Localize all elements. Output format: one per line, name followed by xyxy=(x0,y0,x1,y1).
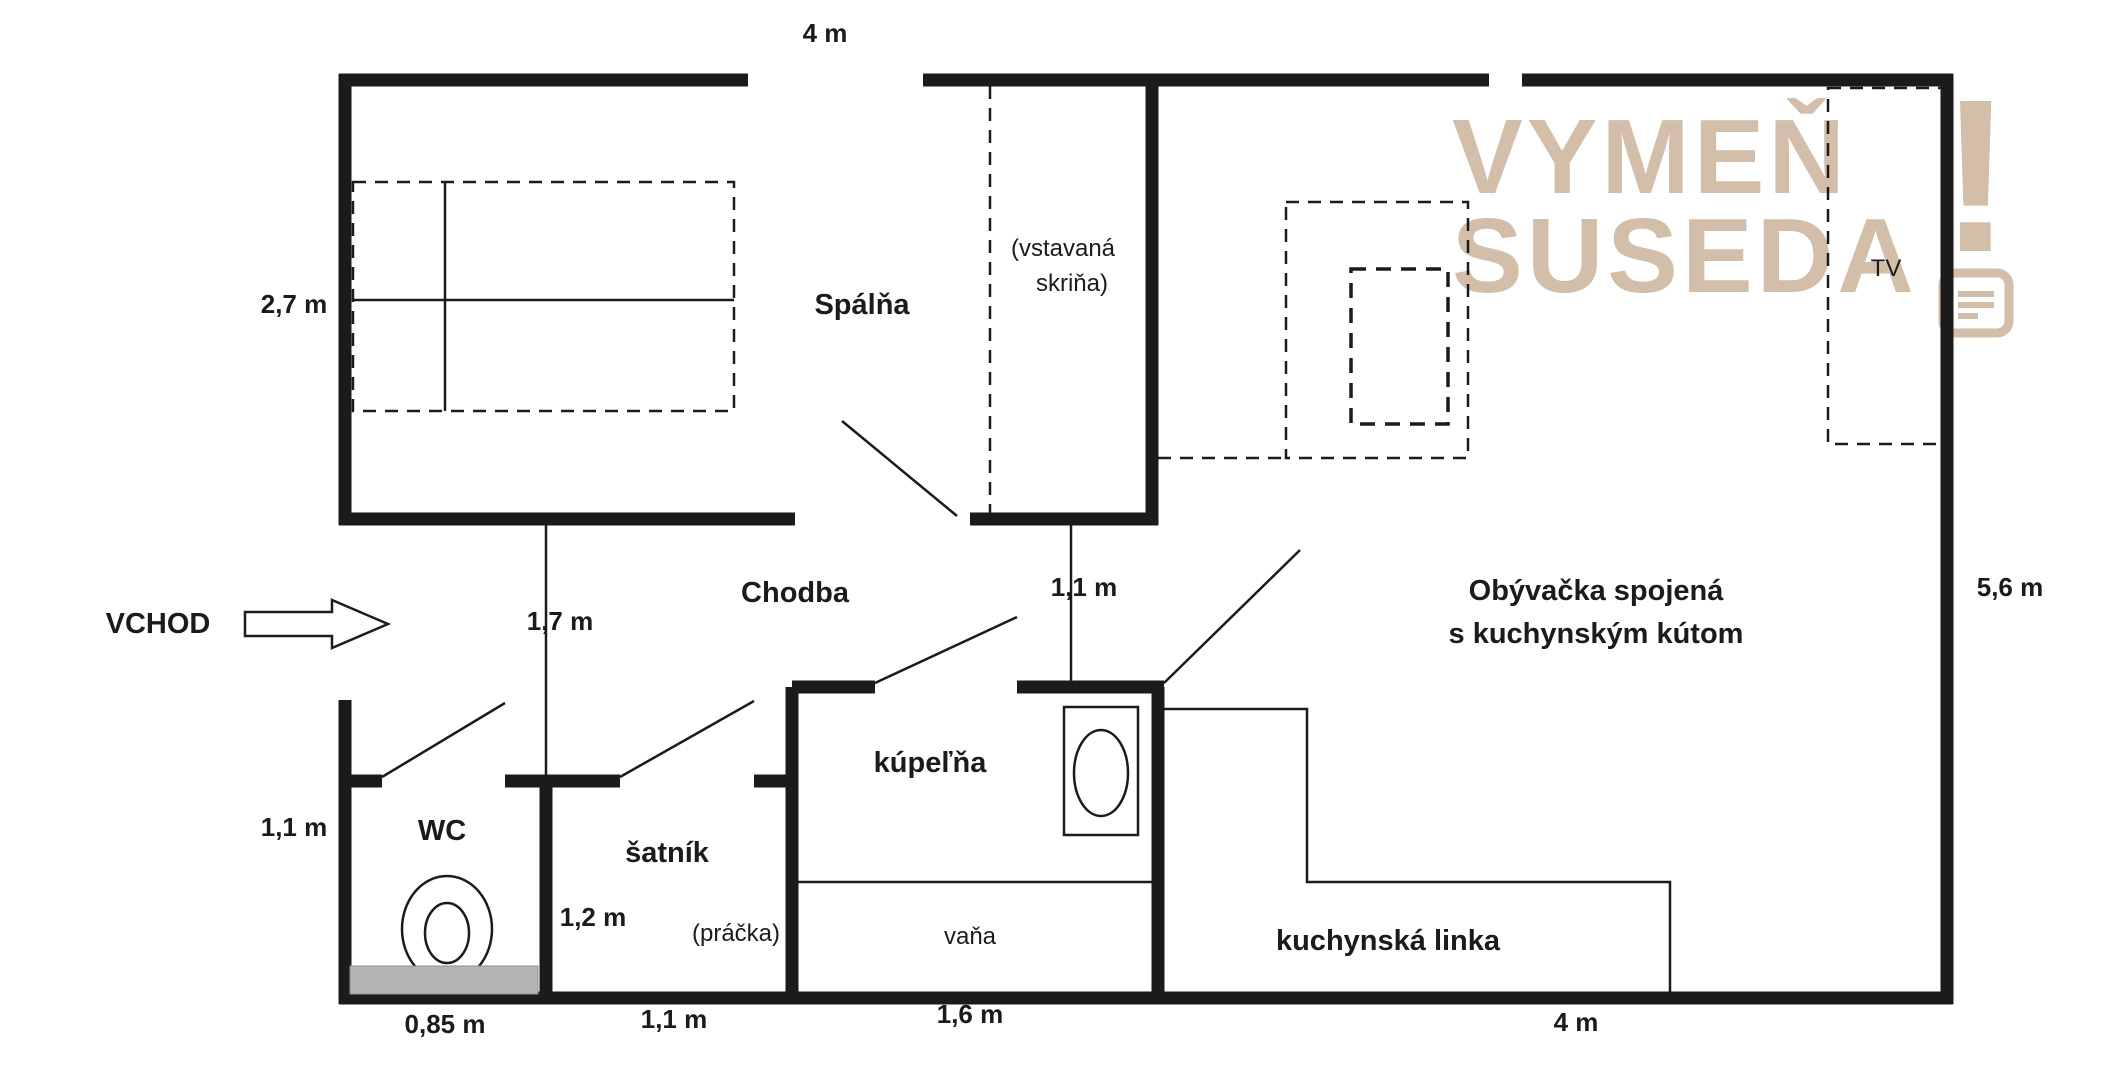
thin-partitions xyxy=(544,519,1073,781)
label-bathtub: vaňa xyxy=(944,923,997,950)
dim-kitchen-width: 4 m xyxy=(1554,1007,1599,1037)
bathroom-fixtures xyxy=(795,705,1152,884)
outer-walls xyxy=(338,73,1954,1005)
dimension-labels: 4 m 2,7 m 1,7 m 1,1 m 5,6 m 1,1 m 1,2 m … xyxy=(261,18,2044,1039)
dim-top-width: 4 m xyxy=(803,18,848,48)
label-tv: TV xyxy=(1871,255,1902,282)
inner-walls xyxy=(339,74,1165,1004)
dim-bath-entry: 1,1 m xyxy=(1051,572,1118,602)
label-washer: (práčka) xyxy=(692,920,780,947)
door-closet xyxy=(619,699,755,779)
dim-bedroom-depth: 2,7 m xyxy=(261,289,328,319)
watermark-wordmark: VYMEŇ SUSEDA xyxy=(1452,98,1918,315)
watermark-logo: VYMEŇ SUSEDA ! xyxy=(1452,67,2014,338)
room-labels: Spálňa Chodba VCHOD WC šatník kúpeľňa Ob… xyxy=(106,235,1902,957)
dim-closet-depth: 1,2 m xyxy=(560,902,627,932)
dim-hallway: 1,7 m xyxy=(527,606,594,636)
entrance-arrow-icon xyxy=(243,598,392,650)
tv-wall-outline xyxy=(1826,86,1948,446)
label-hallway: Chodba xyxy=(741,577,850,609)
label-wardrobe-line2: skriňa) xyxy=(1036,270,1108,297)
dim-closet-width: 1,1 m xyxy=(641,1004,708,1034)
watermark-line-1: VYMEŇ xyxy=(1452,98,1849,216)
toilet-bathroom-tank xyxy=(1062,705,1140,837)
dim-bath-width: 1,6 m xyxy=(937,999,1004,1029)
label-kitchen: kuchynská linka xyxy=(1276,925,1501,957)
watermark-line-2: SUSEDA xyxy=(1452,196,1918,315)
dim-right-height: 5,6 m xyxy=(1977,572,2044,602)
label-entrance: VCHOD xyxy=(106,608,211,640)
table-outline xyxy=(1349,267,1450,426)
door-swings xyxy=(381,420,1301,779)
kitchen-counter-outline xyxy=(1164,707,1672,996)
toilet-wc-bowl-inner xyxy=(423,901,471,965)
wc-fixtures xyxy=(349,874,539,995)
label-living-line2: s kuchynským kútom xyxy=(1449,618,1744,650)
label-bathroom: kúpeľňa xyxy=(874,747,988,779)
label-wc: WC xyxy=(418,815,466,847)
living-room-furniture xyxy=(1158,86,1948,460)
sofa-outline xyxy=(1284,200,1470,460)
toilet-bathroom-bowl xyxy=(1072,728,1130,818)
label-living-line1: Obývačka spojená xyxy=(1469,575,1725,607)
label-bedroom: Spálňa xyxy=(814,289,910,321)
label-wardrobe-line1: (vstavaná xyxy=(1011,235,1116,262)
dim-wc-width: 0,85 m xyxy=(405,1009,486,1039)
dim-wc-height: 1,1 m xyxy=(261,812,328,842)
door-bathroom xyxy=(874,615,1018,685)
label-closet: šatník xyxy=(625,837,710,869)
door-living xyxy=(1163,549,1301,684)
door-bedroom xyxy=(841,420,958,517)
bed-outline xyxy=(351,180,736,413)
wc-window xyxy=(349,965,539,995)
bed xyxy=(351,180,736,413)
door-wc xyxy=(381,701,506,779)
